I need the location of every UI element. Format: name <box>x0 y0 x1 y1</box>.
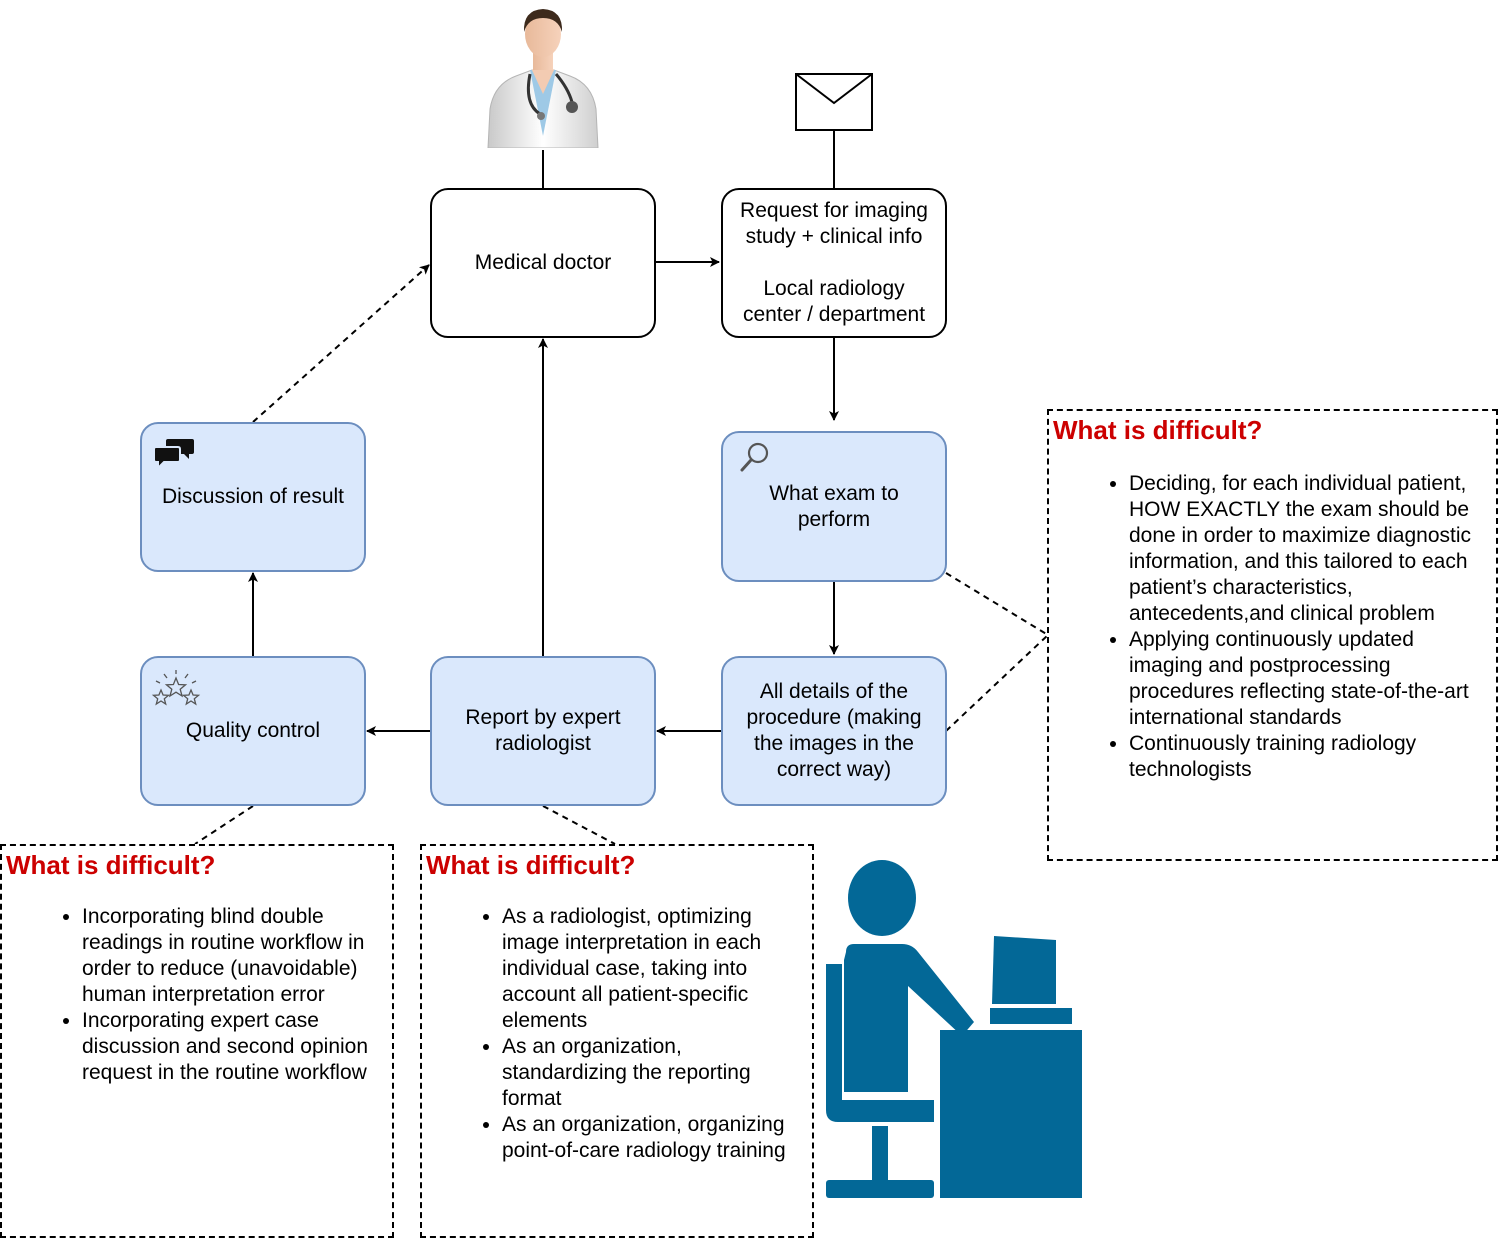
dashed-link-quality-to-callout <box>194 805 254 845</box>
chat-bubbles-icon <box>154 439 194 470</box>
list-item: Applying continuously updated imaging an… <box>1129 627 1489 731</box>
envelope-icon <box>795 73 873 131</box>
list-item: Incorporating expert case discussion and… <box>82 1008 382 1086</box>
list-item: Continuously training radiology technolo… <box>1129 731 1489 783</box>
request-node: Request for imaging study + clinical inf… <box>721 188 947 338</box>
callout-middle-list: As a radiologist, optimizing image inter… <box>474 904 802 1164</box>
discussion-label: Discussion of result <box>161 485 345 508</box>
list-item: Deciding, for each individual patient, H… <box>1129 471 1489 627</box>
request-label: Request for imaging study + clinical inf… <box>740 199 928 326</box>
dashed-link-exam-to-callout <box>945 572 1049 636</box>
list-item: As a radiologist, optimizing image inter… <box>502 904 802 1034</box>
list-item: As an organization, standardizing the re… <box>502 1034 802 1112</box>
list-item: As an organization, organizing point-of-… <box>502 1112 802 1164</box>
magnifier-icon <box>740 442 769 472</box>
callout-left-title: What is difficult? <box>6 850 216 880</box>
medical-doctor-label: Medical doctor <box>474 251 612 274</box>
report-label: Report by expert radiologist <box>465 706 621 755</box>
list-item: Incorporating blind double readings in r… <box>82 904 382 1008</box>
what-exam-node: What exam to perform <box>721 431 947 582</box>
callout-left-list: Incorporating blind double readings in r… <box>54 904 382 1086</box>
quality-control-label: Quality control <box>185 719 321 742</box>
dashed-link-details-to-callout <box>945 634 1049 732</box>
callout-right: What is difficult? Deciding, for each in… <box>1047 409 1498 861</box>
medical-doctor-node: Medical doctor <box>430 188 656 338</box>
quality-control-node: Quality control <box>140 656 366 806</box>
callout-middle-title: What is difficult? <box>426 850 636 880</box>
callout-middle: What is difficult? As a radiologist, opt… <box>420 844 814 1238</box>
radiologist-at-computer-icon <box>826 860 1082 1198</box>
dashed-arrow-discussion-to-doctor <box>252 264 430 423</box>
callout-right-title: What is difficult? <box>1053 415 1263 445</box>
callout-right-list: Deciding, for each individual patient, H… <box>1101 471 1489 783</box>
dashed-link-report-to-callout <box>542 805 616 845</box>
report-node: Report by expert radiologist <box>430 656 656 806</box>
what-exam-label: What exam to perform <box>769 481 899 531</box>
procedure-details-node: All details of the procedure (making the… <box>721 656 947 806</box>
callout-left: What is difficult? Incorporating blind d… <box>0 844 394 1238</box>
procedure-details-label: All details of the procedure (making the… <box>746 680 922 781</box>
doctor-avatar <box>487 9 599 148</box>
stars-icon <box>151 670 201 706</box>
discussion-node: Discussion of result <box>140 422 366 572</box>
